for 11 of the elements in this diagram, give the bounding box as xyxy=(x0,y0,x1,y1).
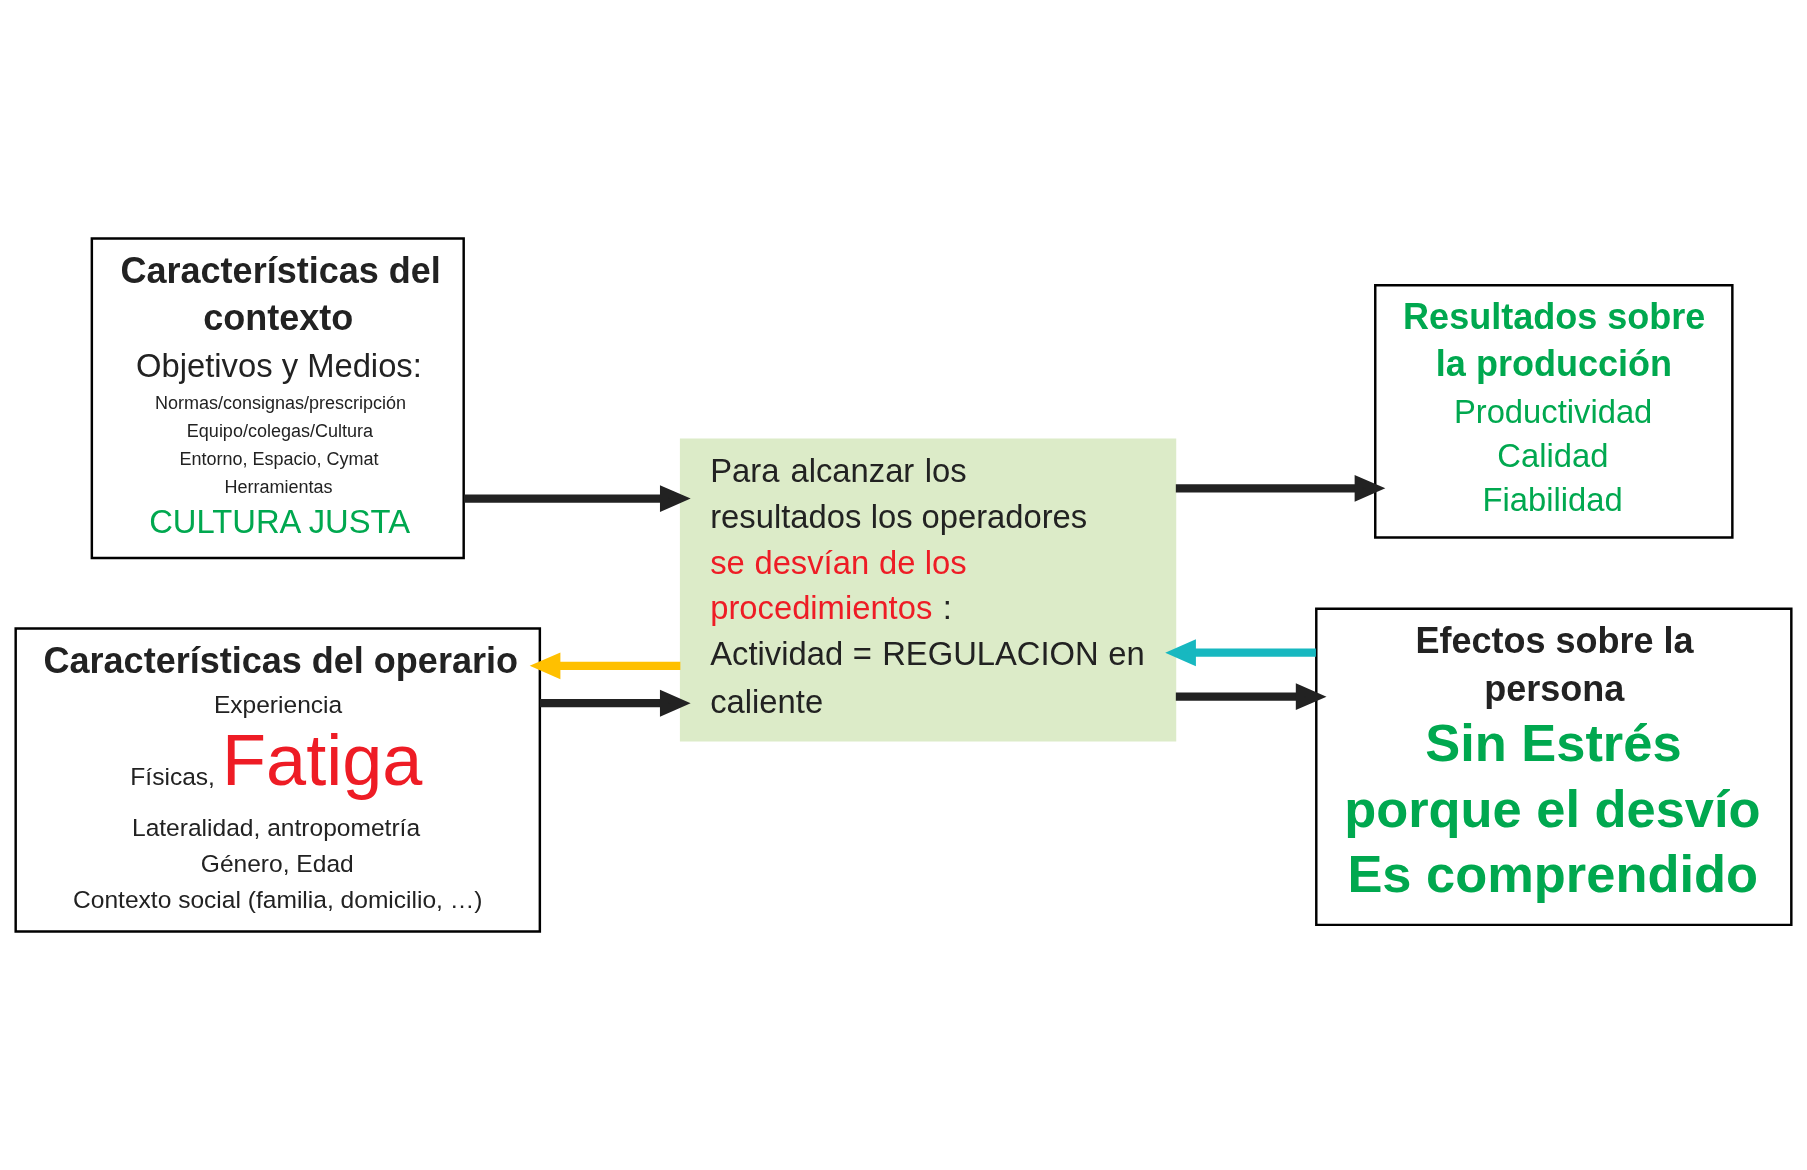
node-box: Efectos sobre la persona Sin Estrés porque el desvío Es comprendido xyxy=(1315,607,1793,927)
arrow xyxy=(529,652,681,680)
node-box: Características del operario Experiencia Físicas,Fatiga Lateralidad, antropometría Género, Edad Contexto social (familia, domicilio, …) xyxy=(14,627,542,933)
arrow xyxy=(1175,474,1386,502)
node-box: Resultados sobre la producción Productividad Calidad Fiabilidad xyxy=(1374,284,1734,539)
arrow xyxy=(464,485,691,512)
arrow xyxy=(1165,639,1316,667)
arrow xyxy=(539,689,691,717)
node-box: Características del contexto Objetivos y Medios: Normas/consignas/prescripción Equipo/colegas/Cultura Entorno, Espacio, Cymat Herramientas CULTURA JUSTA xyxy=(90,237,465,560)
arrow xyxy=(1175,683,1327,711)
node-box: Para alcanzar los resultados los operadores se desvían de los procedimientos : Actividad = REGULACION en caliente xyxy=(679,438,1177,742)
